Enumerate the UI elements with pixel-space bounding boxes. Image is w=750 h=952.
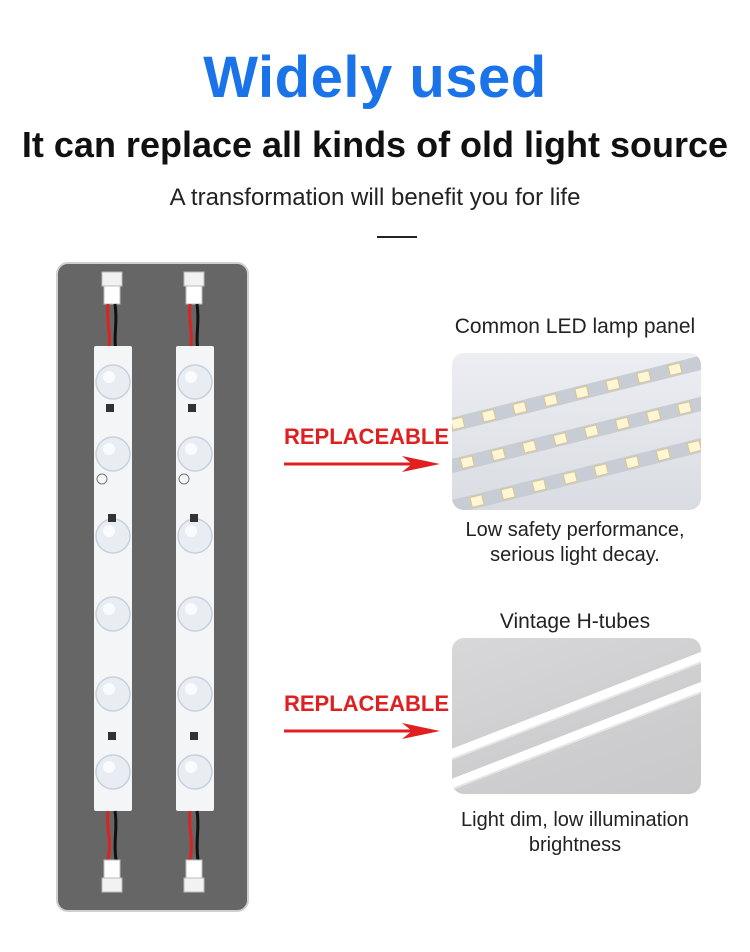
- arrow-right-icon: [284, 456, 440, 472]
- page-title: Widely used: [203, 45, 547, 110]
- product-panel: [56, 262, 249, 912]
- h-tube-image: [452, 638, 701, 794]
- replaceable-label-2: REPLACEABLE: [284, 691, 450, 716]
- page-subtitle: It can replace all kinds of old light so…: [21, 124, 729, 165]
- led-strip-image: [94, 270, 216, 894]
- product-title-h-tubes: Vintage H-tubes: [499, 610, 651, 633]
- led-panel-image: [452, 353, 701, 510]
- page-tagline: A transformation will benefit you for li…: [169, 184, 581, 211]
- h-tube-caption-line2: brightness: [528, 834, 622, 856]
- led-panel-caption: Low safety performance, serious light de…: [420, 518, 730, 568]
- product-title-led-panel: Common LED lamp panel: [454, 315, 696, 338]
- replaceable-label-1: REPLACEABLE: [284, 424, 450, 449]
- led-panel-caption-line1: Low safety performance,: [465, 519, 685, 541]
- h-tube-caption: Light dim, low illumination brightness: [420, 808, 730, 858]
- h-tube-caption-line1: Light dim, low illumination: [461, 809, 689, 831]
- led-panel-caption-line2: serious light decay.: [490, 544, 660, 566]
- arrow-right-icon: [284, 723, 440, 739]
- divider: [377, 236, 417, 238]
